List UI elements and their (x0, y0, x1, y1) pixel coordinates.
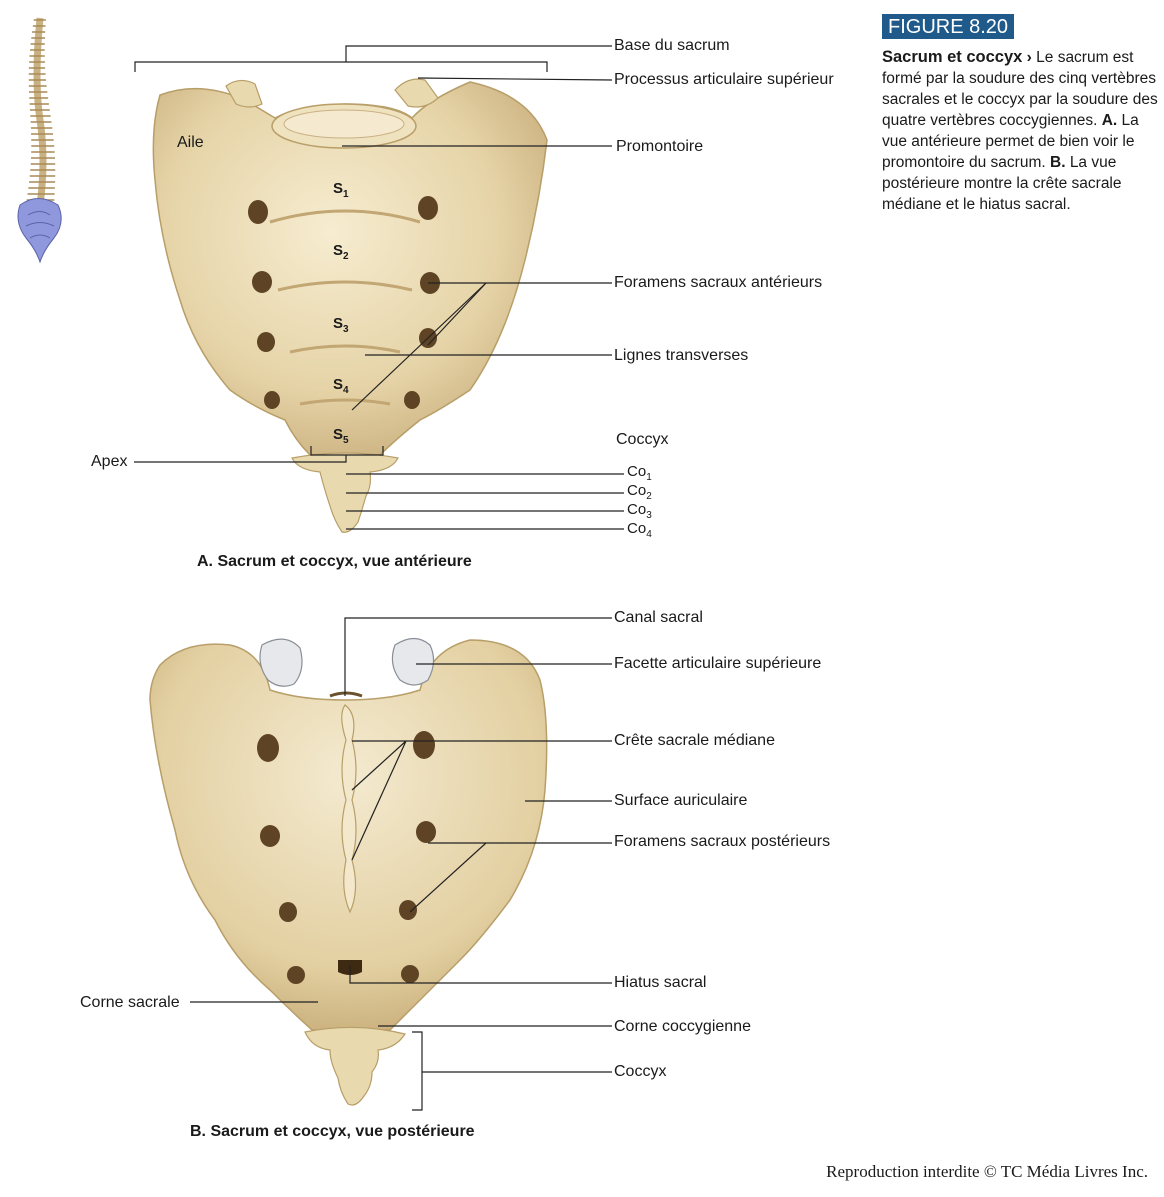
label-co1: Co1 (627, 463, 652, 483)
caption-chevron-icon: › (1026, 49, 1032, 66)
figure-number-badge: FIGURE 8.20 (882, 14, 1015, 39)
view-b-title: B. Sacrum et coccyx, vue postérieure (190, 1123, 475, 1140)
label-corne-sacrale: Corne sacrale (80, 994, 180, 1011)
label-foramens-posterieurs: Foramens sacraux postérieurs (614, 833, 831, 850)
caption-a-text: La vue antérieure permet de bien voir le… (882, 112, 1139, 171)
label-coccyx-posterior: Coccyx (614, 1063, 667, 1080)
sacrum-anterior-view (134, 45, 624, 533)
segment-s3: S3 (333, 315, 349, 335)
label-facette-articulaire: Facette articulaire supérieure (614, 655, 822, 672)
segment-s2: S2 (333, 242, 349, 262)
label-lignes-transverses: Lignes transverses (614, 347, 749, 364)
label-crete-sacrale: Crête sacrale médiane (614, 732, 775, 749)
label-co3: Co3 (627, 501, 652, 521)
segment-s1: S1 (333, 180, 349, 200)
label-hiatus-sacral: Hiatus sacral (614, 974, 707, 991)
label-promontoire: Promontoire (616, 138, 704, 155)
label-co4: Co4 (627, 520, 652, 540)
label-canal-sacral: Canal sacral (614, 609, 703, 626)
figure-caption: Sacrum et coccyx › Le sacrum est formé p… (882, 47, 1158, 215)
caption-intro: Le sacrum est formé par la soudure des c… (882, 49, 1158, 129)
sacrum-posterior-view (149, 617, 612, 1111)
label-surface-auriculaire: Surface auriculaire (614, 792, 748, 809)
caption-b-label: B. (1050, 154, 1066, 171)
label-foramens-anterieurs: Foramens sacraux antérieurs (614, 274, 823, 291)
label-coccyx-anterior: Coccyx (616, 431, 669, 448)
label-processus-articulaire: Processus articulaire supérieur (614, 71, 834, 88)
caption-a-label: A. (1101, 112, 1118, 129)
label-corne-coccygienne: Corne coccygienne (614, 1018, 751, 1035)
label-apex: Apex (91, 453, 128, 470)
copyright-credit: Reproduction interdite © TC Média Livres… (826, 1162, 1148, 1181)
label-aile: Aile (177, 134, 204, 151)
caption-b-text: La vue postérieure montre la crête sacra… (882, 154, 1122, 213)
label-base-du-sacrum: Base du sacrum (614, 37, 730, 54)
view-a-title: A. Sacrum et coccyx, vue antérieure (197, 553, 472, 570)
segment-s5: S5 (333, 426, 349, 446)
segment-s4: S4 (333, 376, 349, 396)
caption-title: Sacrum et coccyx (882, 48, 1023, 66)
label-co2: Co2 (627, 482, 652, 502)
spine-thumbnail-icon (17, 17, 62, 264)
